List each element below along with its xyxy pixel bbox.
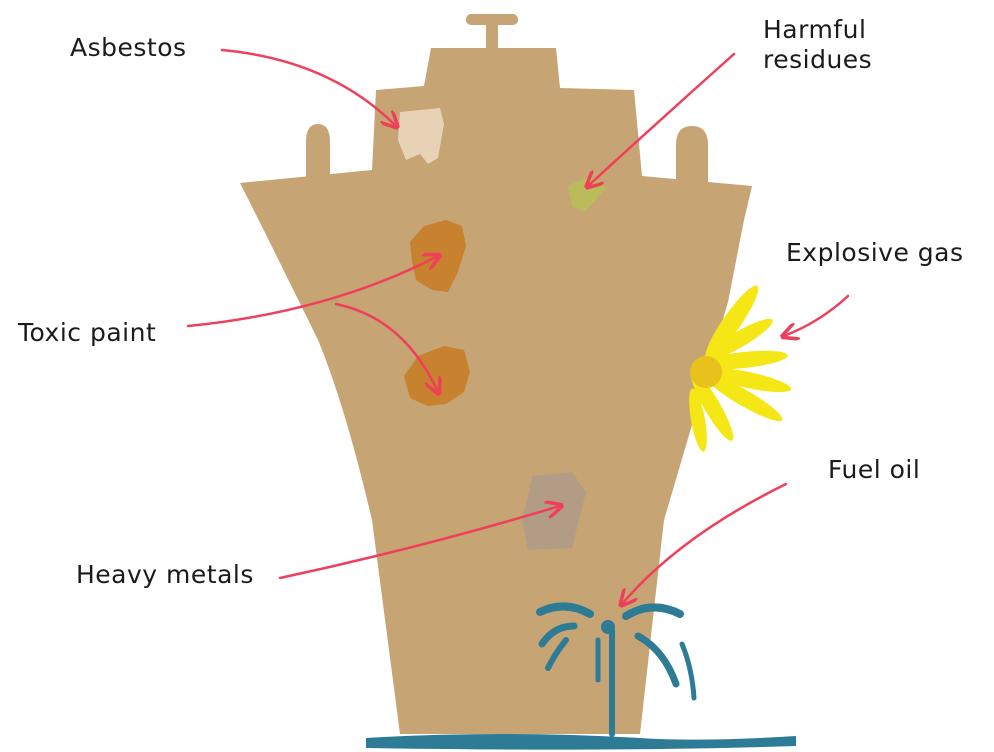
label-heavy-metals: Heavy metals bbox=[76, 560, 254, 590]
gas-arrow bbox=[784, 296, 848, 336]
label-explosive-gas: Explosive gas bbox=[786, 238, 964, 268]
ship-mast bbox=[466, 14, 518, 50]
label-fuel-oil: Fuel oil bbox=[828, 455, 920, 485]
label-toxic-paint: Toxic paint bbox=[18, 318, 156, 348]
label-asbestos: Asbestos bbox=[70, 33, 187, 63]
water-line bbox=[366, 734, 796, 750]
label-harmful-residues-line2: residues bbox=[763, 45, 872, 75]
left-bollard bbox=[306, 124, 330, 182]
asbestos-arrow bbox=[222, 50, 396, 126]
right-bollard bbox=[676, 126, 708, 184]
label-harmful-residues-line1: Harmful bbox=[763, 15, 872, 45]
label-harmful-residues: Harmful residues bbox=[763, 15, 872, 75]
